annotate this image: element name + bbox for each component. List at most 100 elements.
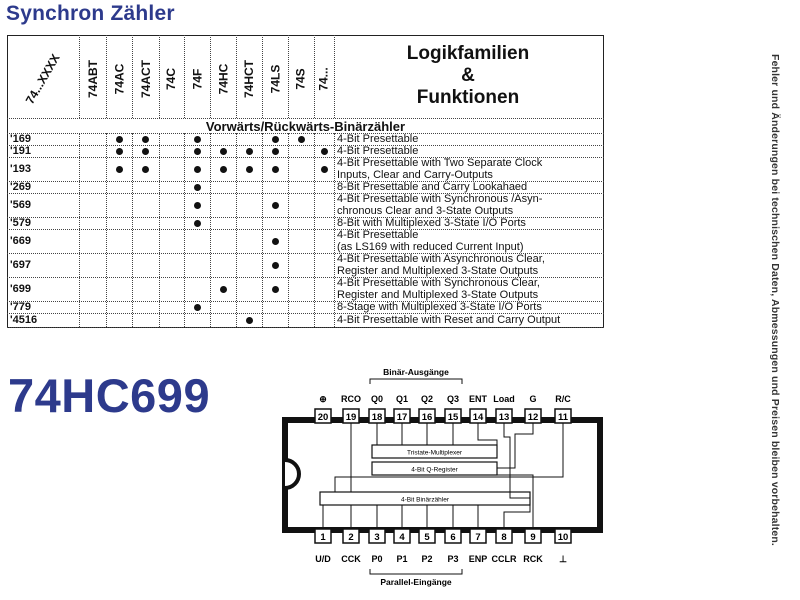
top-pin-number: 18 <box>372 412 383 423</box>
availability-dot <box>142 165 149 173</box>
family-label: 74ABT <box>85 59 100 99</box>
availability-dot <box>245 316 253 324</box>
bottom-pin-label: CCLR <box>492 554 517 564</box>
column-divider <box>314 133 315 327</box>
availability-dot <box>115 135 123 143</box>
top-pin-label: Q3 <box>447 394 459 404</box>
family-label: 74... <box>317 67 332 91</box>
column-divider <box>184 133 185 327</box>
row-description: 4-Bit Presettable with Synchronous Clear… <box>337 277 602 301</box>
top-pin-number: 12 <box>528 412 539 423</box>
internal-block-label: 4-Bit Binärzähler <box>401 497 450 504</box>
description-line: 8-Bit with Multiplexed 3-State I/O Ports <box>337 217 526 229</box>
column-divider <box>236 35 237 118</box>
bottom-group-label: Parallel-Eingänge <box>380 577 452 587</box>
bottom-pin-number: 6 <box>450 532 455 543</box>
internal-block-label: 4-Bit Q-Register <box>411 467 458 474</box>
row-code: '269 <box>10 181 31 193</box>
bottom-pin-label: P3 <box>447 554 458 564</box>
availability-dot <box>193 147 201 155</box>
row-divider <box>7 313 604 314</box>
disclaimer-text: Fehler und Änderungen bei technischen Da… <box>769 54 781 546</box>
description-text: 4-Bit Presettable with Asynchronous Clea… <box>337 253 545 277</box>
family-header: 74... <box>314 39 334 119</box>
family-header: 74AC <box>106 39 132 119</box>
family-label: 74F <box>190 68 204 90</box>
description-line: 4-Bit Presettable <box>337 229 419 241</box>
column-divider <box>262 133 263 327</box>
row-code: '669 <box>10 235 31 247</box>
family-header: 74LS <box>262 39 288 119</box>
bottom-pin-label: ⊥ <box>559 554 567 564</box>
row-description: 4-Bit Presettable with Reset and Carry O… <box>337 313 602 327</box>
top-pin-label: RCO <box>341 394 361 404</box>
top-pin-label: R/C <box>555 394 571 404</box>
internal-block-label: Tristate-Multiplexer <box>407 450 463 457</box>
row-code: '697 <box>10 259 31 271</box>
description-text: 4-Bit Presettable <box>337 145 418 157</box>
disclaimer-side-note: Fehler und Änderungen bei technischen Da… <box>755 5 795 595</box>
availability-dot <box>271 147 279 155</box>
availability-dot <box>193 183 201 191</box>
description-line: chronous Clear and 3-State Outputs <box>337 205 514 217</box>
availability-dot <box>219 147 227 155</box>
family-header: 74HC <box>210 39 236 119</box>
page-title: Synchron Zähler <box>6 2 175 25</box>
family-label: 74LS <box>268 64 282 94</box>
pinout-diagram: 20⊕19RCO18Q017Q116Q215Q314ENT13Load12G11… <box>282 367 603 587</box>
top-pin-number: 15 <box>448 412 459 423</box>
description-line: 4-Bit Presettable with Two Separate Cloc… <box>337 157 543 169</box>
row-divider <box>7 145 604 146</box>
column-divider <box>106 35 107 118</box>
column-divider <box>314 35 315 118</box>
top-pin-number: 19 <box>346 412 357 423</box>
row-description: 4-Bit Presettable <box>337 133 602 145</box>
bottom-pin-label: P2 <box>421 554 432 564</box>
description-text: 4-Bit Presettable with Two Separate Cloc… <box>337 157 542 181</box>
description-line: Register and Multiplexed 3-State Outputs <box>337 265 539 277</box>
top-pin-label: ENT <box>469 394 488 404</box>
top-group-bracket <box>369 378 463 384</box>
row-code: '579 <box>10 217 31 229</box>
table-header-title: Logikfamilien & Funktionen <box>334 43 602 109</box>
availability-dot <box>245 147 253 155</box>
availability-dot <box>320 147 328 155</box>
header-line-2: & <box>461 65 475 86</box>
row-description: 4-Bit Presettable with Asynchronous Clea… <box>337 253 602 277</box>
column-divider <box>288 35 289 118</box>
column-divider <box>106 133 107 327</box>
row-description: 4-Bit Presettable with Synchronous /Asyn… <box>337 193 602 217</box>
part-number: 74HC699 <box>8 369 211 422</box>
availability-dot <box>193 135 201 143</box>
top-pin-label: Q0 <box>371 394 383 404</box>
bottom-pin-label: RCK <box>523 554 543 564</box>
availability-dot <box>142 135 149 143</box>
family-header: 74...XXXX <box>7 39 79 119</box>
section-heading: Vorwärts/Rückwärts-Binärzähler <box>205 119 406 134</box>
family-label: 74...XXXX <box>23 51 63 107</box>
description-text: 4-Bit Presettable with Synchronous Clear… <box>337 277 540 301</box>
internal-block <box>371 444 498 459</box>
description-line: 4-Bit Presettable with Synchronous /Asyn… <box>337 193 543 205</box>
bottom-pin-box <box>554 528 572 544</box>
availability-dot <box>271 261 279 269</box>
row-divider <box>7 217 604 218</box>
bottom-pin-number: 7 <box>475 532 480 543</box>
row-divider <box>7 157 604 158</box>
top-pin-number: 11 <box>558 412 569 423</box>
bottom-pin-label: P1 <box>396 554 407 564</box>
bottom-pin-label: CCK <box>341 554 361 564</box>
description-line: 4-Bit Presettable with Reset and Carry O… <box>337 314 561 326</box>
bottom-pin-number: 8 <box>501 532 506 543</box>
availability-dot <box>297 135 305 143</box>
bottom-pin-label: ENP <box>469 554 488 564</box>
row-divider <box>7 277 604 278</box>
column-divider <box>262 35 263 118</box>
top-group-label: Binär-Ausgänge <box>383 367 449 377</box>
top-pin-label: Q1 <box>396 394 408 404</box>
column-divider <box>79 35 80 118</box>
bottom-pin-number: 1 <box>320 532 326 543</box>
column-divider <box>334 35 335 118</box>
description-line: 4-Bit Presettable <box>337 145 419 157</box>
description-line: 4-Bit Presettable with Asynchronous Clea… <box>337 253 545 265</box>
